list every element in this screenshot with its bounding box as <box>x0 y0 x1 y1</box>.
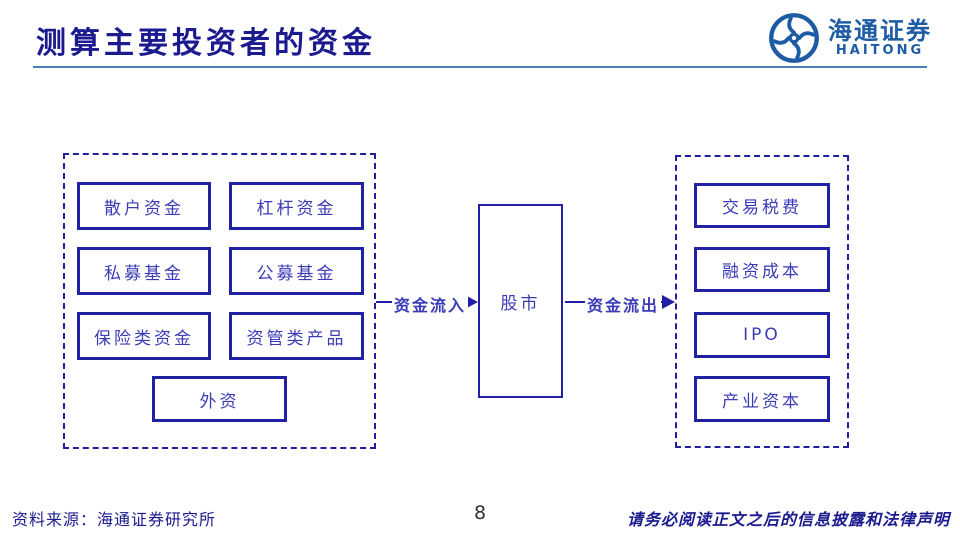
logo-name-cn: 海通证券 <box>828 16 932 45</box>
node-mutual-funds: 公募基金 <box>229 247 364 295</box>
haitong-logo-text: 海通证券 HAITONG <box>828 16 932 59</box>
node-private-funds: 私募基金 <box>77 247 211 295</box>
inflow-arrow-label: 资金流入 <box>392 292 469 316</box>
node-financing-costs: 融资成本 <box>694 247 830 292</box>
title-underline <box>33 66 927 68</box>
outflow-arrow-label: 资金流出 <box>585 292 662 316</box>
node-insurance-funds: 保险类资金 <box>77 312 211 360</box>
page-title: 测算主要投资者的资金 <box>36 26 376 61</box>
footer-source: 资料来源：海通证券研究所 <box>12 510 217 529</box>
inflow-arrowhead-icon <box>465 295 478 309</box>
footer-page-number: 8 <box>473 502 487 524</box>
node-stock-market: 股市 <box>478 204 563 398</box>
outflow-group-frame <box>675 155 849 448</box>
logo-name-en: HAITONG <box>835 43 925 59</box>
footer-disclaimer: 请务必阅读正文之后的信息披露和法律声明 <box>626 510 950 529</box>
node-retail-funds: 散户资金 <box>77 182 211 230</box>
inflow-group-frame <box>63 153 376 449</box>
node-transaction-taxes: 交易税费 <box>694 183 830 228</box>
node-industrial-capital: 产业资本 <box>694 376 830 422</box>
haitong-logo-icon <box>769 13 819 63</box>
outflow-arrowhead-icon <box>662 295 675 309</box>
node-ipo: IPO <box>694 312 830 358</box>
node-asset-mgmt-products: 资管类产品 <box>229 312 364 360</box>
node-foreign-capital: 外资 <box>152 376 287 422</box>
haitong-logo: 海通证券 HAITONG <box>768 12 932 64</box>
node-leverage-funds: 杠杆资金 <box>229 182 364 230</box>
